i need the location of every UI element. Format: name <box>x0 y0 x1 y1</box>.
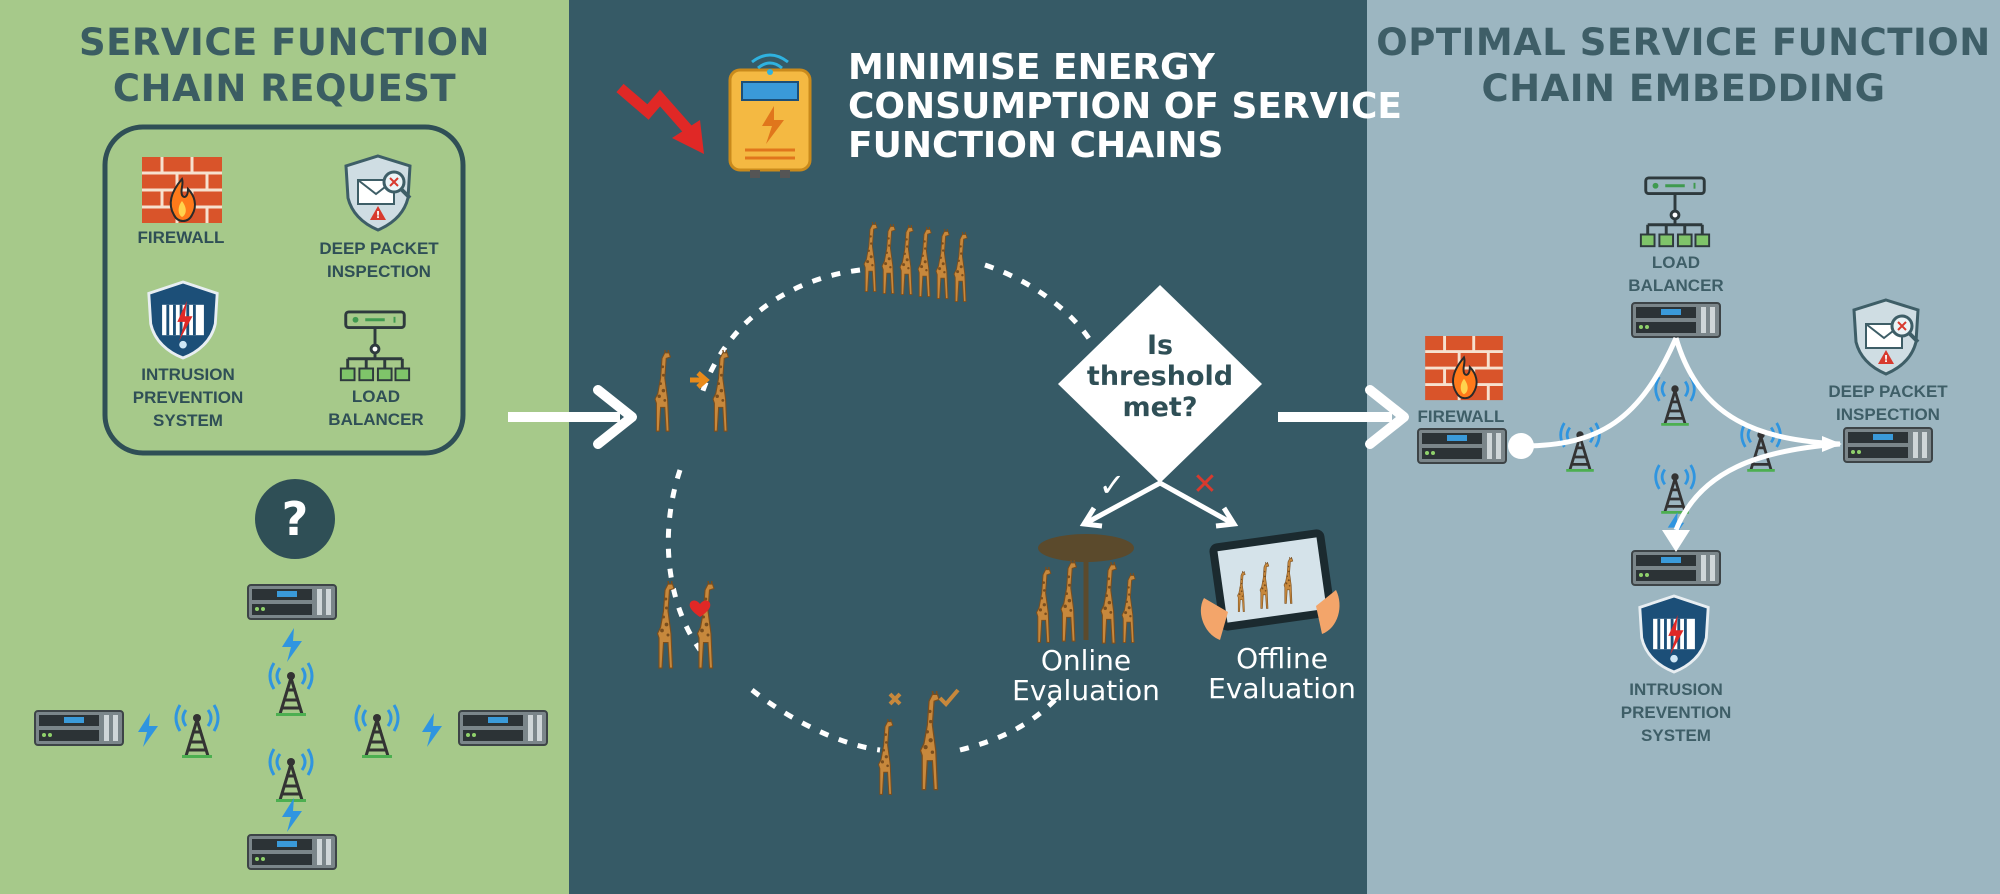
right-dpi-label-line2: INSPECTION <box>1836 405 1940 424</box>
online-evaluation-line2: Evaluation <box>1012 674 1160 707</box>
yes-branch-line <box>1086 480 1162 525</box>
server-icon <box>458 710 548 746</box>
dpi-label-line1: DEEP PACKET <box>319 239 439 258</box>
question-mark-icon <box>255 479 335 559</box>
cycle-dashed-path <box>665 469 703 652</box>
energy-meter-icon <box>728 68 812 178</box>
down-trend-arrowhead <box>672 120 704 154</box>
right-ips-label-line3: SYSTEM <box>1641 726 1711 745</box>
no-branch-arrowhead <box>1215 506 1239 529</box>
ips-label-line1: INTRUSION <box>141 365 235 384</box>
right-dpi-label-line1: DEEP PACKET <box>1828 382 1948 401</box>
cell-tower-icon <box>354 703 400 758</box>
middle-title-line2: CONSUMPTION OF SERVICE <box>848 86 1402 127</box>
firewall-icon <box>142 157 222 225</box>
server-icon <box>247 584 337 620</box>
giraffe-herd-icon <box>863 221 968 303</box>
server-icon <box>34 710 124 746</box>
lightning-icon <box>138 713 158 747</box>
server-icon <box>1417 428 1507 464</box>
chain-path-firewall-to-lb <box>1520 336 1679 449</box>
middle-title-line1: MINIMISE ENERGY <box>848 47 1216 88</box>
right-firewall-label: FIREWALL <box>1418 407 1505 426</box>
left-title-line2: CHAIN REQUEST <box>112 67 457 110</box>
firewall-label: FIREWALL <box>138 228 225 247</box>
server-icon <box>1843 427 1933 463</box>
right-lb-label-line2: BALANCER <box>1628 276 1723 295</box>
lightning-icon <box>422 713 442 747</box>
left-title-line1: SERVICE FUNCTION <box>79 21 490 64</box>
giraffe-selection-icon <box>654 349 730 433</box>
online-evaluation-scene-icon <box>1035 534 1136 644</box>
deep-packet-inspection-icon <box>1852 298 1920 376</box>
chain-path-dpi-to-ips <box>1673 441 1841 531</box>
wifi-icon <box>751 53 789 70</box>
cell-tower-icon <box>1559 421 1601 472</box>
cycle-dashed-path <box>697 267 861 401</box>
wifi-dot <box>767 69 773 75</box>
offline-evaluation-line2: Evaluation <box>1208 672 1356 705</box>
ips-label-line2: PREVENTION <box>133 388 244 407</box>
right-ips-label-line1: INTRUSION <box>1629 680 1723 699</box>
cell-tower-icon <box>1654 375 1696 426</box>
server-icon <box>247 834 337 870</box>
tablet-icon <box>1200 529 1340 640</box>
chain-path-arrowhead <box>1822 436 1842 452</box>
server-icon <box>1631 550 1721 586</box>
down-trend-arrow-icon <box>616 83 695 136</box>
lightning-icon <box>282 798 302 832</box>
load-balancer-icon <box>1639 176 1711 248</box>
chain-path-arrowhead <box>1662 530 1690 552</box>
lb-label-line2: BALANCER <box>328 410 423 429</box>
giraffe-mutation-icon <box>877 688 960 796</box>
chain-path-lb-to-dpi <box>1673 337 1841 447</box>
decision-text-line1: Is <box>1147 330 1173 361</box>
load-balancer-icon <box>339 310 411 382</box>
cell-tower-icon <box>268 747 314 802</box>
flow-arrowhead-left <box>593 385 637 449</box>
firewall-icon <box>1425 336 1503 402</box>
cross-icon: ✕ <box>1192 467 1217 502</box>
heart-icon <box>689 600 711 617</box>
no-branch-line <box>1158 480 1232 525</box>
function-group-box <box>102 124 466 456</box>
decision-text-line3: met? <box>1122 392 1197 423</box>
right-ips-label-line2: PREVENTION <box>1621 703 1732 722</box>
lb-label-line1: LOAD <box>352 387 400 406</box>
cell-tower-icon <box>174 703 220 758</box>
decision-text-line2: threshold <box>1087 361 1233 392</box>
right-title-line2: CHAIN EMBEDDING <box>1481 67 1886 110</box>
online-evaluation-line1: Online <box>1041 644 1131 677</box>
ips-label-line3: SYSTEM <box>153 411 223 430</box>
flow-arrowhead-right <box>1365 385 1409 449</box>
left-panel-title: SERVICE FUNCTION CHAIN REQUEST <box>0 20 569 112</box>
server-icon <box>1631 302 1721 338</box>
question-mark-text: ? <box>282 492 309 546</box>
right-title-line1: OPTIMAL SERVICE FUNCTION <box>1376 21 1991 64</box>
cycle-dashed-path <box>984 262 1093 342</box>
dpi-label-line2: INSPECTION <box>327 262 431 281</box>
check-icon: ✓ <box>1099 466 1126 504</box>
cell-tower-icon <box>268 661 314 716</box>
giraffe-pair-icon <box>656 580 715 669</box>
right-panel-title: OPTIMAL SERVICE FUNCTION CHAIN EMBEDDING <box>1367 20 2000 112</box>
lightning-icon <box>282 628 302 662</box>
cycle-dashed-path <box>750 688 881 753</box>
intrusion-prevention-shield-icon <box>1638 594 1710 674</box>
cycle-dashed-path <box>959 698 1057 753</box>
middle-title-line3: FUNCTION CHAINS <box>848 125 1223 166</box>
offline-evaluation-line1: Offline <box>1236 642 1328 675</box>
right-lb-label-line1: LOAD <box>1652 253 1700 272</box>
threshold-decision-diamond <box>1058 285 1262 483</box>
yes-branch-arrowhead <box>1079 506 1103 529</box>
deep-packet-inspection-icon <box>344 154 412 232</box>
chain-start-node <box>1508 433 1534 459</box>
intrusion-prevention-shield-icon <box>147 280 219 360</box>
